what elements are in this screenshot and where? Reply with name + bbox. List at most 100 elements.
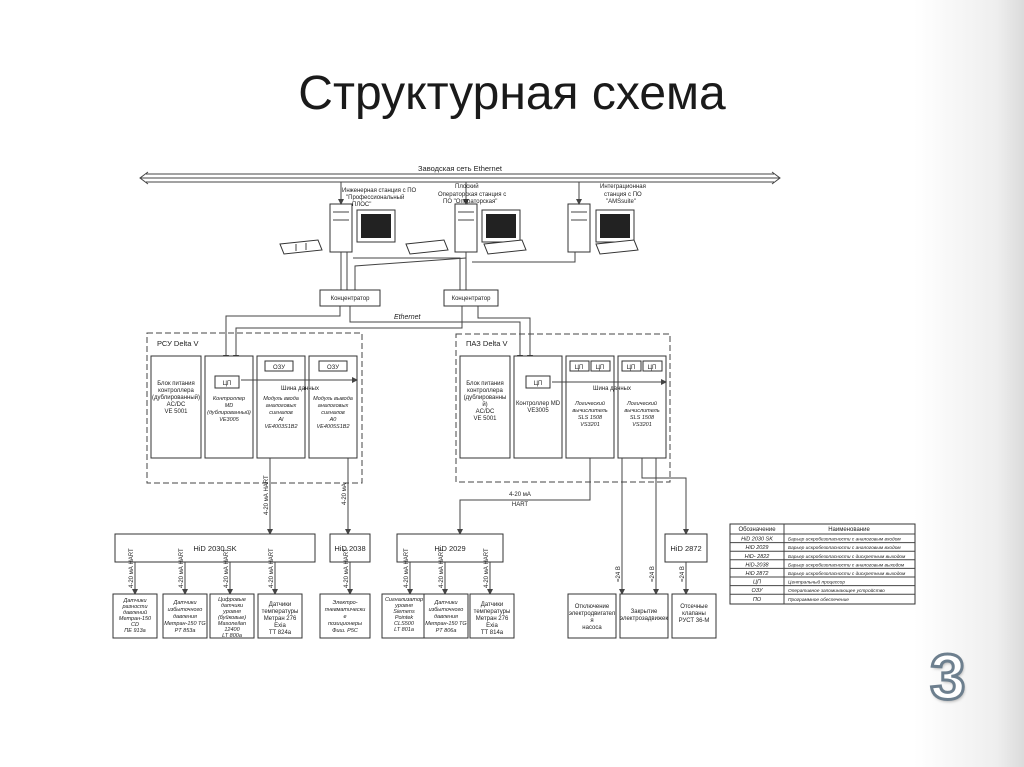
legend-row-name: Программное обеспечение <box>788 597 849 603</box>
barrier-hid-2029 <box>396 533 504 563</box>
legend-row-name: Барьер искробезопасности с аналоговым вх… <box>788 537 901 543</box>
station-1-caption-3: ПЛОС" <box>352 202 371 208</box>
rsu-cpu-label: ЦП <box>223 381 232 387</box>
legend-rows: HiD 2030 SK Барьер искробезопасности с ан… <box>730 537 915 603</box>
legend-row-code: HiD-2038 <box>745 562 769 568</box>
station-1-caption-2: "Профессиональный <box>346 194 404 201</box>
svg-text:4-20 мА HART: 4-20 мА HART <box>439 548 445 588</box>
station-3-caption-1: Интеграционная <box>600 184 646 190</box>
svg-text:4-20 мА HART: 4-20 мА HART <box>404 548 410 588</box>
paz-label: ПАЗ Delta V <box>466 339 508 348</box>
svg-text:4-20 мА HART: 4-20 мА HART <box>264 475 270 515</box>
hub-2 <box>443 289 499 307</box>
legend-row-name: Центральный процессор <box>788 579 845 586</box>
barrier-links: 4-20 мА HART 4-20 мА 4-20 мА HART <box>264 458 689 595</box>
workstation-operator: Плоский Операторская станция с ПО "Опера… <box>405 182 527 255</box>
paz-cpu-d <box>642 360 663 372</box>
svg-text:HART: HART <box>512 502 529 508</box>
rsu-controller <box>204 355 254 459</box>
barrier-hid-2038 <box>329 533 371 563</box>
barrier-row: HiD 2030 SK HiD 2038 HiD 2029 HiD 2872 <box>114 533 708 563</box>
legend-row-name: Барьер искробезопасности с дискретным вы… <box>788 571 906 577</box>
svg-text:4-20 мА HART: 4-20 мА HART <box>179 548 185 588</box>
legend-row-code: HiD 2029 <box>746 545 769 551</box>
sensor-temperature-2 <box>469 593 515 639</box>
ethernet-links: Ethernet <box>223 306 533 361</box>
sensor-level-digital <box>209 593 255 639</box>
rsu-label: РСУ Delta V <box>157 339 199 348</box>
sensor-pressure-1 <box>162 593 208 639</box>
legend-row-name: Барьер искробезопасности с аналоговым вы… <box>788 562 905 568</box>
svg-text:4-20 мА HART: 4-20 мА HART <box>129 548 135 588</box>
svg-text:4-20 мА: 4-20 мА <box>342 483 348 505</box>
level-switch <box>381 593 427 639</box>
legend-header-code: Обозначение <box>738 527 776 533</box>
rsu-ai-module <box>256 355 306 459</box>
rsu-ao-module <box>308 355 358 459</box>
svg-text:=24 В: =24 В <box>650 566 656 582</box>
station-3-caption-3: "AMSsuite" <box>606 199 636 205</box>
barrier-hid-2872 <box>664 533 708 563</box>
legend-row-name: Барьер искробезопасности с дискретным вы… <box>788 554 906 560</box>
paz-cpu <box>525 375 551 389</box>
paz-cpu-b <box>590 360 611 372</box>
paz-logic-1 <box>565 355 615 459</box>
svg-text:4-20 мА HART: 4-20 мА HART <box>344 548 350 588</box>
station-3-caption-2: станция с ПО <box>604 192 642 198</box>
paz-cpu-b-label: ЦП <box>596 365 605 371</box>
page-number: 3 <box>929 640 968 715</box>
rsu-databus-label: Шина данных <box>281 386 319 392</box>
rsu-cpu <box>214 375 240 389</box>
barrier-hid-2872-label: HiD 2872 <box>670 544 701 553</box>
workstation-integration: Интеграционная станция с ПО "AMSsuite" <box>567 182 646 255</box>
legend-row-name: Барьер искробезопасности с аналоговым вх… <box>788 545 901 551</box>
svg-text:=24 В: =24 В <box>680 566 686 582</box>
ethernet-label: Ethernet <box>394 314 422 321</box>
sensor-diff-pressure <box>112 593 158 639</box>
paz-cpu-c-label: ЦП <box>627 365 636 371</box>
legend-row-code: ОЗУ <box>752 588 763 594</box>
barrier-hid-2029-label: HiD 2029 <box>434 544 465 553</box>
slide-title: Структурная схема <box>298 67 726 120</box>
station-2-caption-1: Плоский <box>455 183 479 190</box>
paz-cpu-label: ЦП <box>534 381 543 387</box>
rsu-ozu-1-label: ОЗУ <box>273 365 285 371</box>
factory-ethernet-label: Заводская сеть Ethernet <box>418 164 503 173</box>
hub-1-label: Концентратор <box>331 296 370 302</box>
paz-controller <box>513 355 563 459</box>
legend-header-name: Наименование <box>828 527 870 533</box>
valve-closing <box>619 593 669 639</box>
sensor-pressure-2 <box>423 593 469 639</box>
rsu-psu <box>150 355 202 459</box>
paz-cpu-c <box>621 360 642 372</box>
paz-cpu-d-label: ЦП <box>648 365 657 371</box>
workstation-engineering: Инженерная станция с ПО "Профессиональны… <box>279 182 417 255</box>
legend-row-code: HiD 2030 SK <box>741 537 773 543</box>
sensor-links: 4-20 мА HART 4-20 мА HART 4-20 мА HART 4… <box>129 548 689 595</box>
rsu-ozu-2-label: ОЗУ <box>327 365 339 371</box>
rsu-ozu-1 <box>264 360 294 372</box>
shutoff-valves <box>671 593 717 639</box>
barrier-hid-2038-label: HiD 2038 <box>334 544 365 553</box>
svg-text:4-20 мА HART: 4-20 мА HART <box>484 548 490 588</box>
